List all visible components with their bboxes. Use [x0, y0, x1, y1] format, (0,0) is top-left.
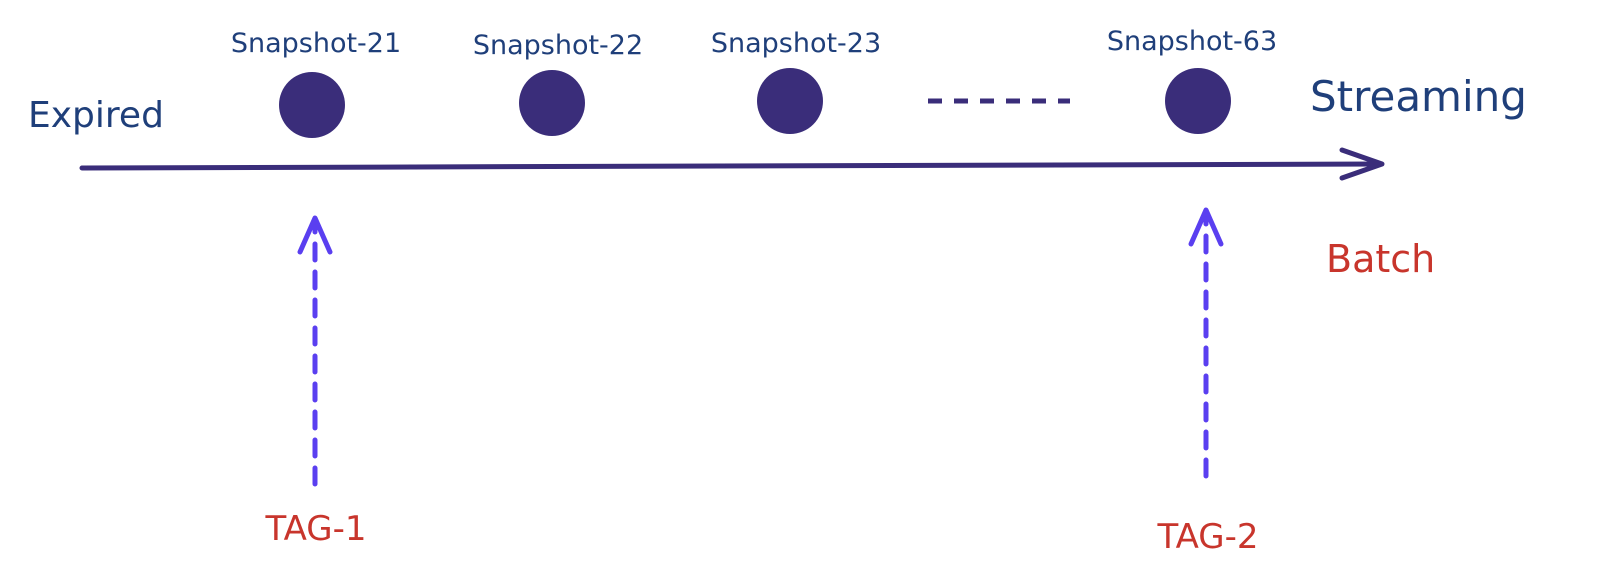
- tag-2-label: TAG-2: [1157, 517, 1259, 557]
- snapshot-dot-63: [1165, 68, 1231, 134]
- batch-label: Batch: [1326, 237, 1436, 281]
- tag-1-label: TAG-1: [265, 509, 367, 549]
- snapshot-label-22: Snapshot-22: [472, 30, 644, 61]
- tag-1-arrowhead: [297, 215, 333, 255]
- timeline-arrowhead: [1339, 147, 1385, 181]
- snapshot-label-63: Snapshot-63: [1106, 26, 1278, 57]
- timeline-axis: [79, 161, 1383, 171]
- streaming-label: Streaming: [1310, 72, 1527, 121]
- snapshot-label-23: Snapshot-23: [710, 28, 882, 59]
- tag-2-arrowhead: [1188, 207, 1224, 247]
- expired-label: Expired: [28, 95, 164, 136]
- snapshot-dot-22: [519, 70, 585, 136]
- snapshot-label-21: Snapshot-21: [230, 28, 402, 59]
- snapshot-dot-23: [757, 68, 823, 134]
- snapshot-dot-21: [279, 72, 345, 138]
